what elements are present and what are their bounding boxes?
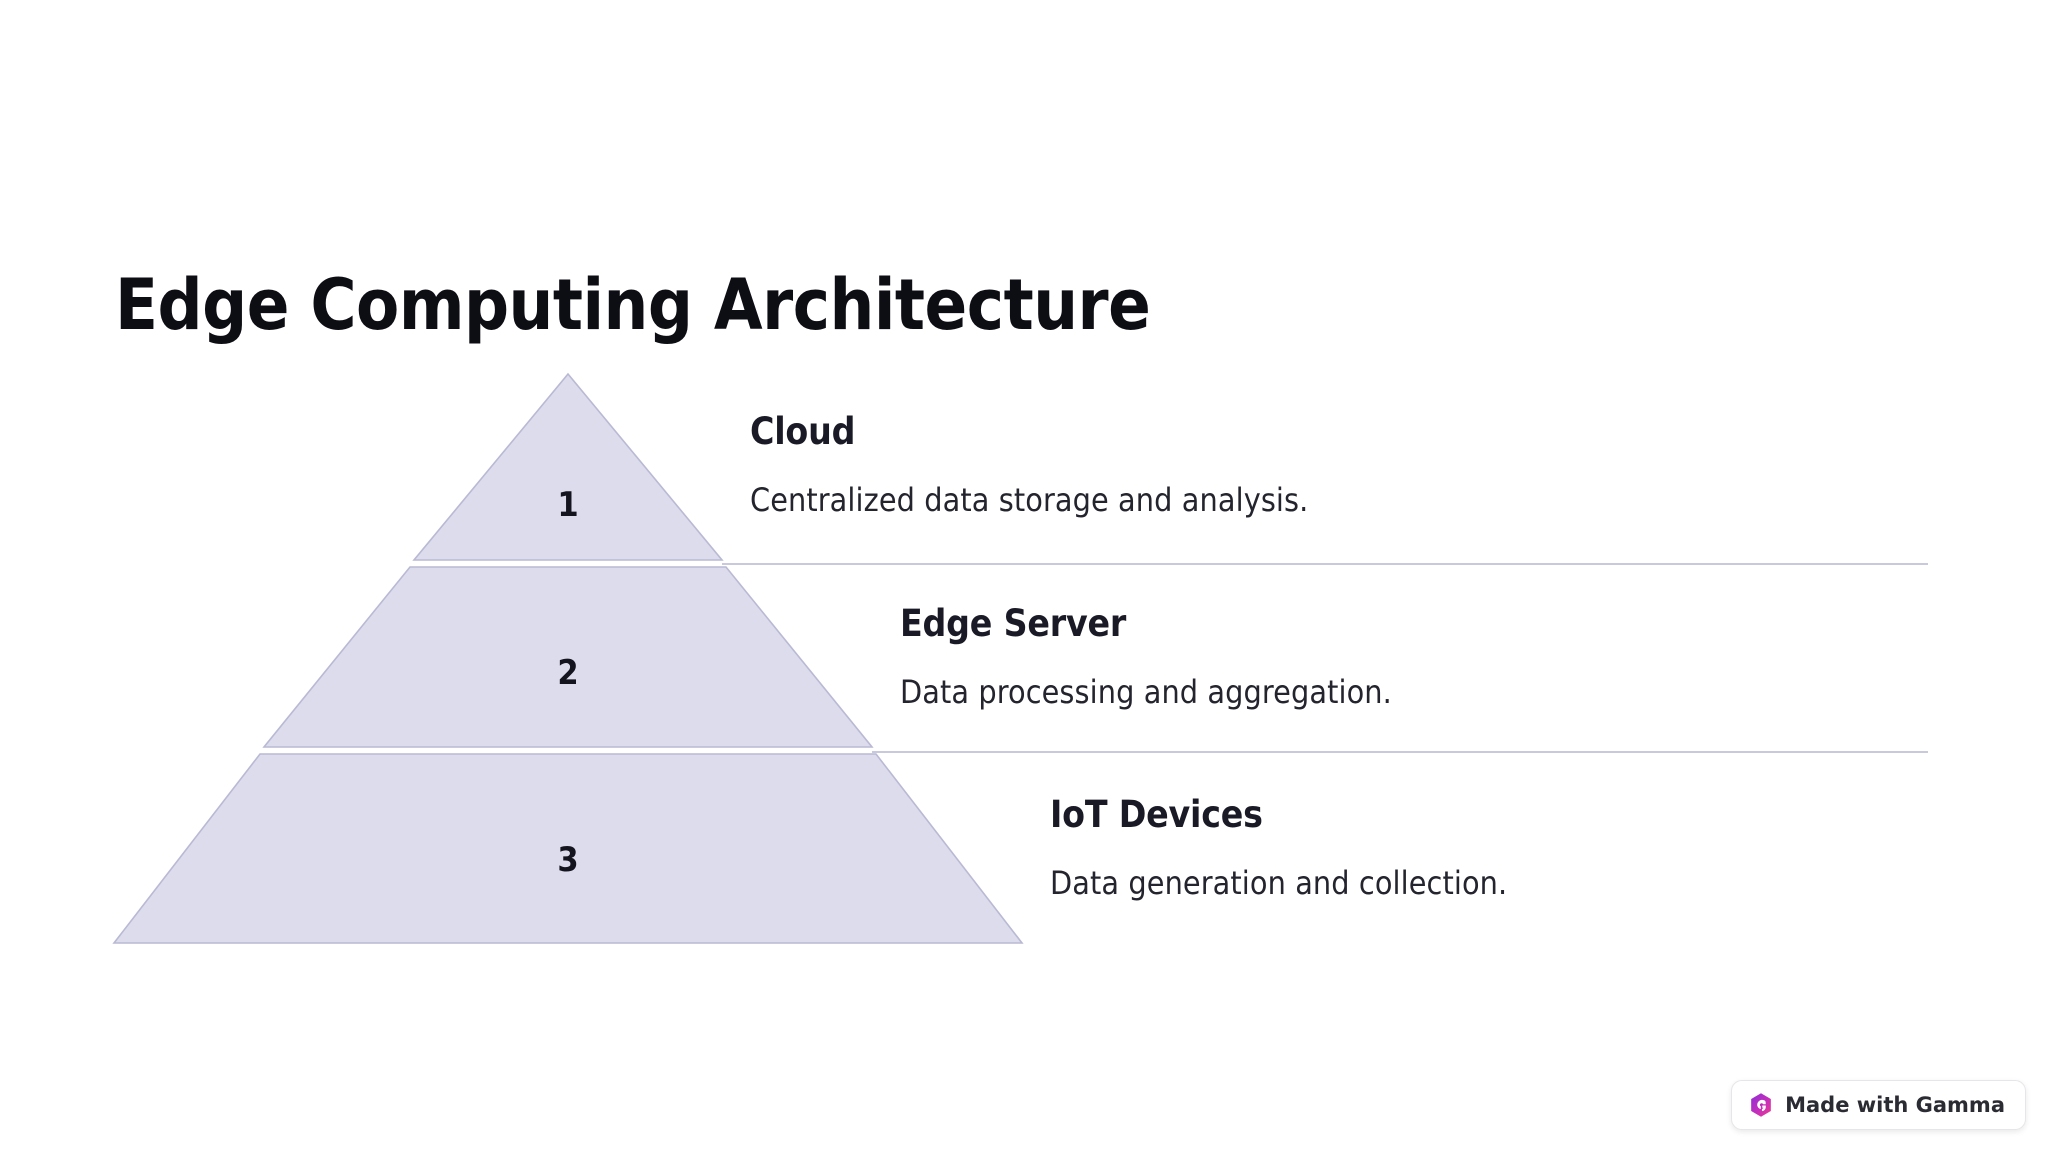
tier-divider-1 (722, 563, 1928, 565)
pyramid-tier-1-description: Centralized data storage and analysis. (750, 481, 1309, 519)
pyramid-tier-3-title: IoT Devices (1050, 793, 1263, 836)
made-with-gamma-label: Made with Gamma (1785, 1093, 2005, 1117)
pyramid-tier-3-number: 3 (557, 840, 579, 880)
pyramid-tier-3-text: IoT Devices Data generation and collecti… (1050, 793, 1507, 902)
pyramid-tier-2-shape[interactable] (262, 566, 874, 748)
pyramid-tier-3-shape[interactable] (112, 753, 1024, 944)
pyramid-tier-1-shape[interactable] (412, 372, 724, 561)
page-title: Edge Computing Architecture (115, 263, 1151, 346)
tier-divider-2 (872, 751, 1928, 753)
pyramid-tier-1-text: Cloud Centralized data storage and analy… (750, 410, 1308, 519)
pyramid-tier-2-text: Edge Server Data processing and aggregat… (900, 602, 1392, 711)
made-with-gamma-badge[interactable]: Made with Gamma (1731, 1080, 2026, 1130)
pyramid-tier-1-title: Cloud (750, 410, 856, 453)
pyramid-tier-2-title: Edge Server (900, 602, 1127, 645)
gamma-logo-icon (1751, 1093, 1771, 1117)
pyramid-tier-2-description: Data processing and aggregation. (900, 673, 1392, 711)
pyramid-tier-3-description: Data generation and collection. (1050, 864, 1508, 902)
pyramid-tier-2-number: 2 (557, 653, 579, 693)
pyramid-tier-1-number: 1 (557, 485, 579, 525)
